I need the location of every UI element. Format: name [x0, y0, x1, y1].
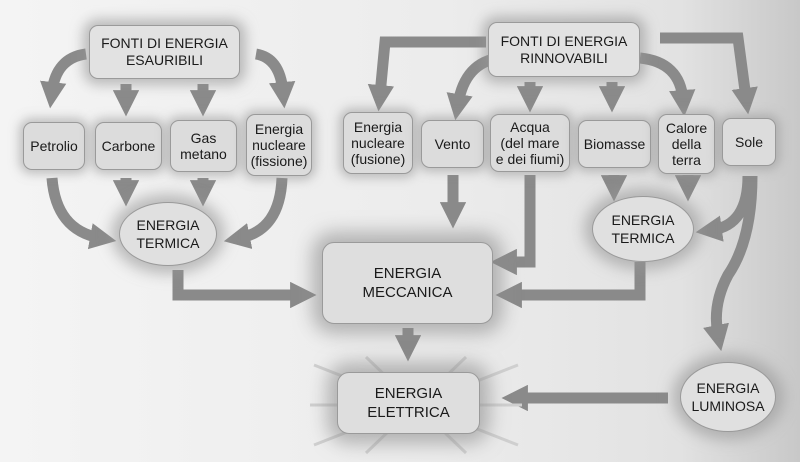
biomasse-box: Biomasse	[578, 120, 651, 168]
arrow-esauribili-petrolio	[40, 48, 88, 109]
arrow-termica-meccanica	[172, 270, 317, 309]
energia-meccanica-box: ENERGIA MECCANICA	[322, 242, 493, 324]
arrow-termica-right-meccanica	[495, 262, 646, 309]
arrow-acqua-meccanica	[490, 175, 536, 276]
fonti-esauribili-box: FONTI DI ENERGIA ESAURIBILI	[89, 25, 240, 79]
energia-luminosa-oval: ENERGIA LUMINOSA	[680, 362, 776, 432]
arrow-sole-luminosa	[703, 175, 758, 352]
vento-box: Vento	[421, 120, 484, 168]
gas-metano-box: Gas metano	[170, 120, 237, 172]
energia-termica-right-oval: ENERGIA TERMICA	[592, 196, 694, 262]
arrow-esauribili-nucleare	[254, 48, 296, 109]
arrow-rinnovabili-sole	[660, 32, 758, 115]
fonti-rinnovabili-box: FONTI DI ENERGIA RINNOVABILI	[488, 22, 640, 77]
acqua-box: Acqua (del mare e dei fiumi)	[490, 114, 570, 172]
energia-elettrica-box: ENERGIA ELETTRICA	[337, 372, 480, 434]
petrolio-box: Petrolio	[23, 122, 85, 170]
sole-box: Sole	[722, 118, 776, 166]
arrow-nucleare-termica	[223, 177, 288, 249]
arrow-petrolio-termica	[46, 177, 117, 250]
energia-nucleare-fissione-box: Energia nucleare (fissione)	[246, 114, 312, 176]
arrow-rinnovabili-calore	[639, 52, 696, 117]
arrow-rinnovabili-fusione	[367, 36, 486, 112]
energia-termica-left-oval: ENERGIA TERMICA	[119, 202, 217, 266]
carbone-box: Carbone	[95, 122, 162, 170]
energia-nucleare-fusione-box: Energia nucleare (fusione)	[343, 112, 413, 174]
calore-terra-box: Calore della terra	[658, 114, 715, 174]
arrow-sole-termica	[695, 175, 754, 242]
